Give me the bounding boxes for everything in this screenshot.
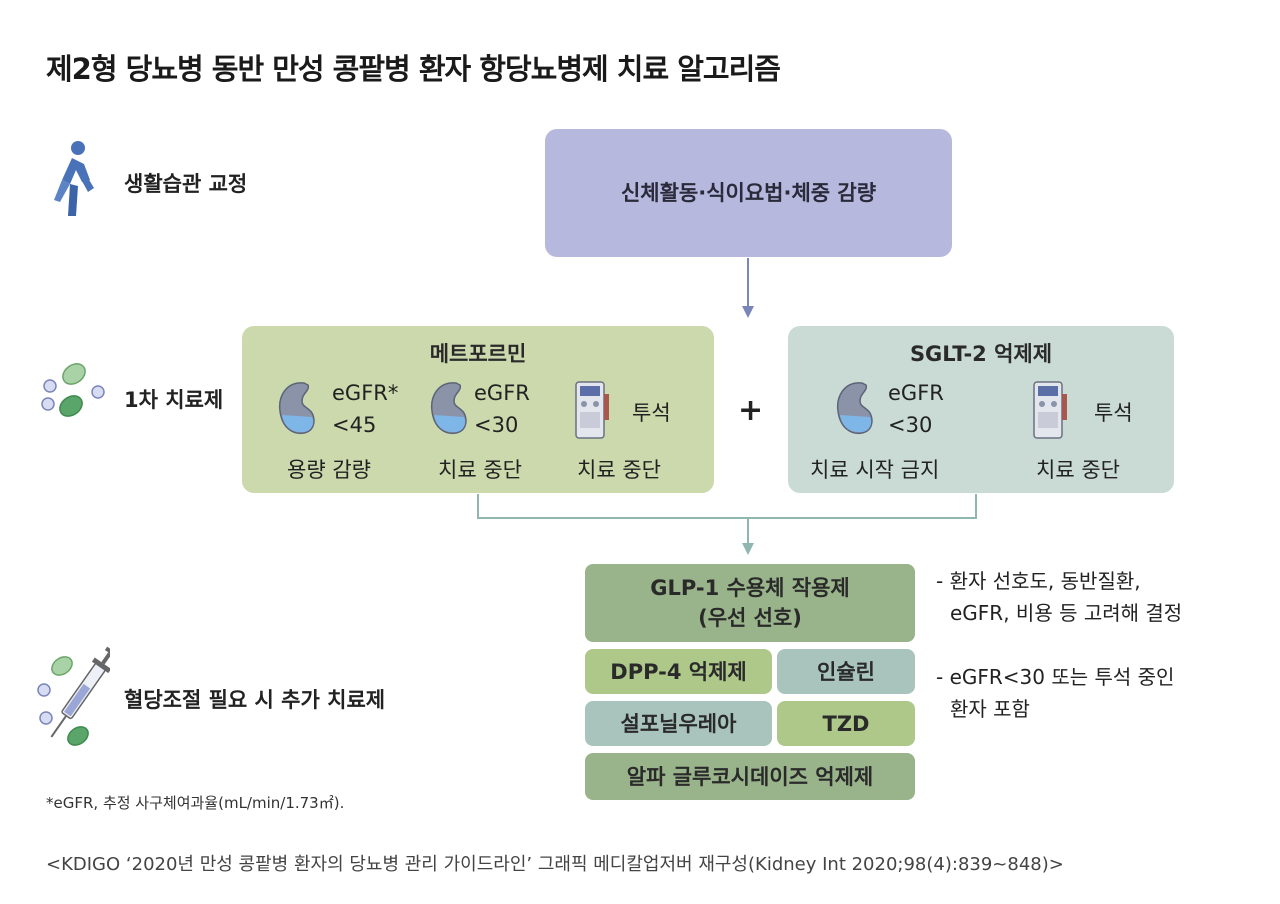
dialysis-machine-icon — [1033, 381, 1067, 439]
metformin-item2-line2: <30 — [474, 413, 519, 437]
insulin-box: 인슐린 — [777, 649, 915, 694]
metformin-item3-line1: 투석 — [632, 401, 671, 425]
source-caption: <KDIGO ‘2020년 만성 콩팥병 환자의 당뇨병 관리 가이드라인’ 그… — [46, 854, 1064, 875]
metformin-item2-caption: 치료 중단 — [438, 458, 522, 482]
agi-box: 알파 글루코시데이즈 억제제 — [585, 753, 915, 800]
pills-icon — [41, 363, 105, 417]
sglt2-box: SGLT-2 억제제 eGFR <30 치료 시작 금지 투석 치료 중단 — [788, 326, 1174, 493]
metformin-item3-caption: 치료 중단 — [577, 458, 661, 482]
sglt2-item1-line1: eGFR — [888, 381, 944, 405]
page-title: 제2형 당뇨병 동반 만성 콩팥병 환자 항당뇨병제 치료 알고리즘 — [46, 52, 781, 86]
kidney-icon — [278, 382, 315, 435]
footnote: *eGFR, 추정 사구체여과율(mL/min/1.73㎡). — [46, 794, 345, 812]
additional-label: 혈당조절 필요 시 추가 치료제 — [124, 688, 386, 712]
glp1-box: GLP-1 수용체 작용제 (우선 선호) — [585, 564, 915, 642]
metformin-item2-line1: eGFR — [474, 381, 530, 405]
sglt2-item1-caption: 치료 시작 금지 — [810, 458, 940, 482]
lifestyle-label: 생활습관 교정 — [124, 172, 248, 196]
metformin-title: 메트포르민 — [429, 342, 527, 366]
metformin-box: 메트포르민 eGFR* <45 용량 감량 eGFR <30 치료 중단 투석 … — [242, 326, 714, 493]
note2-line2: 환자 포함 — [950, 697, 1030, 721]
note1-line2: eGFR, 비용 등 고려해 결정 — [950, 601, 1183, 625]
sglt2-title: SGLT-2 억제제 — [909, 342, 1053, 366]
metformin-item1-line2: <45 — [332, 413, 377, 437]
tzd-box: TZD — [777, 701, 915, 746]
kidney-icon — [836, 382, 873, 435]
plus-sign: + — [738, 393, 764, 428]
syringe-pills-icon — [37, 646, 110, 746]
metformin-item1-line1: eGFR* — [332, 381, 399, 405]
sulfonylurea-box: 설포닐우레아 — [585, 701, 772, 746]
sglt2-item2-line1: 투석 — [1094, 401, 1133, 425]
dpp4-box: DPP-4 억제제 — [585, 649, 772, 694]
lifestyle-box: 신체활동·식이요법·체중 감량 — [545, 129, 952, 257]
note1-line1: - 환자 선호도, 동반질환, — [936, 569, 1141, 593]
sglt2-item1-line2: <30 — [888, 413, 933, 437]
glp1-line1: GLP-1 수용체 작용제 — [650, 576, 850, 600]
kidney-icon — [430, 382, 467, 435]
runner-icon — [54, 141, 94, 216]
sglt2-item2-caption: 치료 중단 — [1036, 458, 1120, 482]
dialysis-machine-icon — [575, 381, 609, 439]
glp1-line2: (우선 선호) — [698, 606, 802, 630]
lifestyle-text: 신체활동·식이요법·체중 감량 — [620, 181, 877, 205]
first-line-label: 1차 치료제 — [124, 388, 224, 412]
metformin-item1-caption: 용량 감량 — [287, 458, 371, 482]
note2-line1: - eGFR<30 또는 투석 중인 — [936, 665, 1175, 689]
